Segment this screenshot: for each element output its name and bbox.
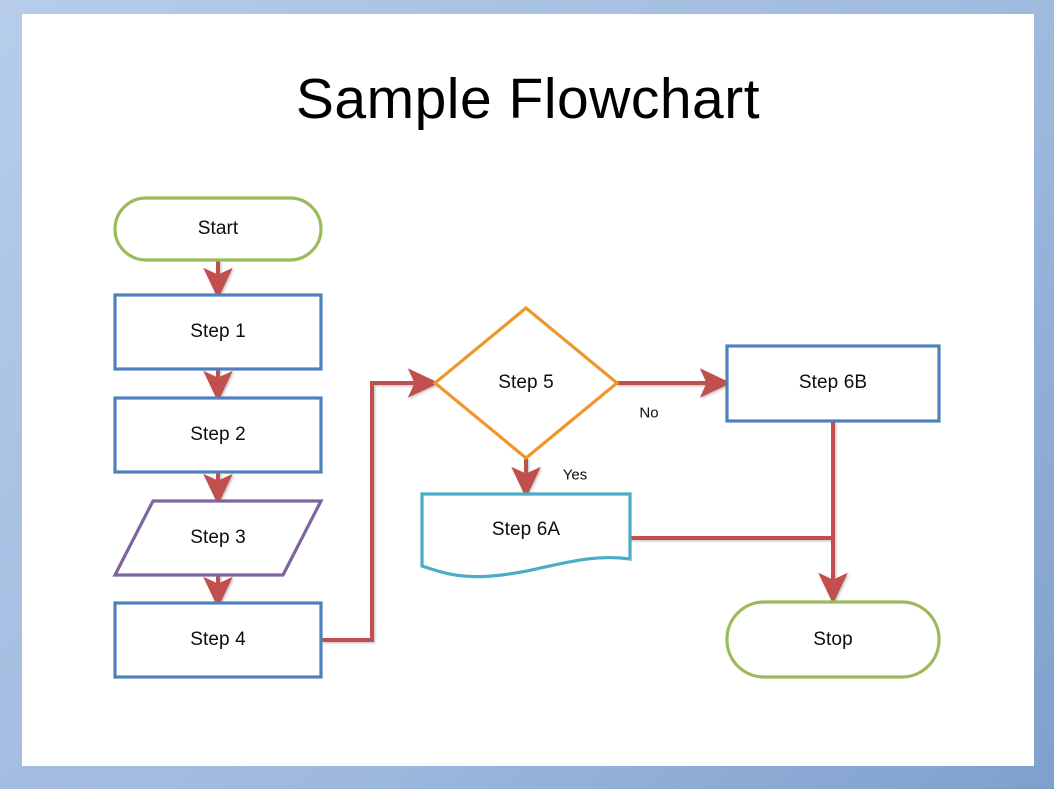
slide-canvas: Sample Flowchart <box>22 14 1034 766</box>
node-label-step6b: Step 6B <box>798 372 868 393</box>
edge-label-no: No <box>639 404 659 422</box>
node-step4[interactable] <box>113 601 323 679</box>
connector-layer <box>203 260 848 642</box>
node-stop[interactable] <box>725 600 941 679</box>
node-label-step2: Step 2 <box>190 424 246 445</box>
connector-step4-step5 <box>322 368 440 642</box>
node-label-step6a: Step 6A <box>491 519 561 540</box>
node-label-stop: Stop <box>813 629 853 650</box>
flowchart-svg <box>112 196 941 679</box>
edge-label-yes: Yes <box>562 466 588 484</box>
node-label-start: Start <box>197 218 239 239</box>
node-step2[interactable] <box>113 396 323 474</box>
node-step3[interactable] <box>112 499 324 577</box>
node-step6a[interactable] <box>420 492 632 579</box>
node-label-step1: Step 1 <box>190 321 246 342</box>
node-label-step3: Step 3 <box>190 527 246 548</box>
node-step6b[interactable] <box>725 344 941 423</box>
node-step5[interactable] <box>432 305 620 461</box>
node-start[interactable] <box>113 196 323 262</box>
node-label-step4: Step 4 <box>190 629 246 650</box>
node-label-step5: Step 5 <box>498 372 554 393</box>
page-title: Sample Flowchart <box>295 67 761 131</box>
node-step1[interactable] <box>113 293 323 371</box>
